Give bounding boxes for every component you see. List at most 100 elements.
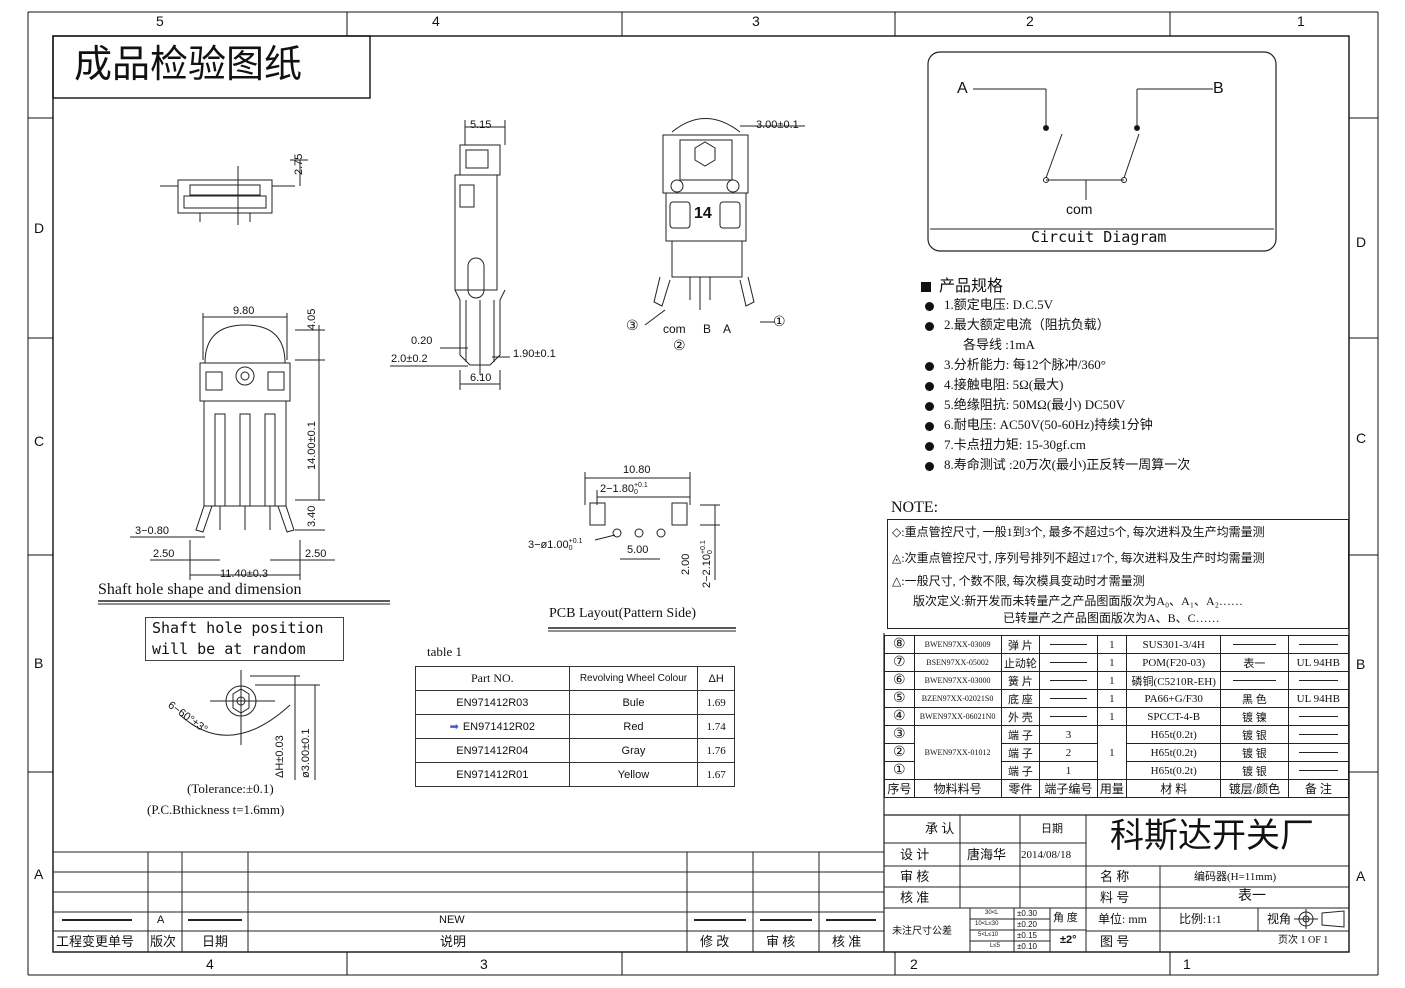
bom-cell-0: ⑤ <box>884 689 915 708</box>
spec-item: 4.接触电阻: 5Ω(最大) <box>925 374 1063 393</box>
bom-cell-5: SUS301-3/4H <box>1126 635 1222 654</box>
cell-colour: Gray <box>568 738 699 763</box>
tol-range-3: 5<L≤10 <box>978 932 999 938</box>
zone-right-b: B <box>1356 656 1366 672</box>
spec-item: 1.额定电压: D.C.5V <box>925 294 1053 313</box>
shaft-note-line-1: Shaft hole position <box>152 619 324 637</box>
bom-cell-4: 1 <box>1096 707 1128 726</box>
tol-range-2: 10<L≤30 <box>975 921 999 927</box>
bom-cell-7 <box>1287 743 1350 762</box>
bom-cell-1: BSEN97XX-05002 <box>913 653 1002 672</box>
title-block-lines <box>883 633 1349 952</box>
bom-cell-7: UL 94HB <box>1287 689 1350 708</box>
zone-left-c: C <box>34 433 45 449</box>
table-row: EN971412R04 Gray 1.76 <box>415 738 735 763</box>
drawing-number-label: 图 号 <box>1100 934 1130 949</box>
bom-cell-3 <box>1039 707 1098 726</box>
dim-10-80: 10.80 <box>623 464 651 476</box>
cell-part: EN971412R03 <box>415 690 570 715</box>
zone-bottom-1: 1 <box>1183 956 1191 972</box>
dim-phi-3-00: ø3.00±0.1 <box>300 728 312 778</box>
table1-caption: table 1 <box>427 644 463 659</box>
blank-dash <box>1050 716 1087 718</box>
note-line-5: 已转量产之产品图面版次为A、B、C…… <box>1003 611 1220 625</box>
tolerance-note: (Tolerance:±0.1) <box>187 781 274 796</box>
bom-cell-5: 磷铜(C5210R-EH) <box>1126 671 1222 690</box>
zone-left-d: D <box>34 220 45 236</box>
bullet-icon <box>925 321 934 331</box>
triangle-icon: △ <box>892 574 902 588</box>
bullet-icon <box>925 461 934 471</box>
bom-cell-5: H65t(0.2t) <box>1126 743 1222 762</box>
dim-3-00: 3.00±0.1 <box>756 119 799 131</box>
note-heading: NOTE: <box>891 499 939 516</box>
bom-cell-3 <box>1039 671 1098 690</box>
bom-cell-2: 端 子 <box>1000 725 1041 744</box>
zone-left-a: A <box>34 866 44 882</box>
design-label: 设 计 <box>900 847 930 862</box>
drawing-title: 成品检验图纸 <box>74 44 303 86</box>
bom-cell-6: 黑 色 <box>1220 689 1289 708</box>
spec-item: 3.分析能力: 每12个脉冲/360° <box>925 354 1106 373</box>
dim-2-50-right: 2.50 <box>305 548 327 560</box>
bom-cell-2: 簧 片 <box>1000 671 1041 690</box>
zone-top-4: 4 <box>432 13 440 29</box>
bom-header-6: 镀层/颜色 <box>1220 779 1289 798</box>
cell-delta: 1.76 <box>697 738 735 763</box>
bom-cell-0: ⑥ <box>884 671 915 690</box>
spec-heading: 产品规格 <box>921 272 1003 296</box>
bom-cell-3 <box>1039 689 1098 708</box>
dim-5-15: 5.15 <box>470 119 492 131</box>
bom-cell-6: 镀 银 <box>1220 761 1289 780</box>
bom-header-5: 材 料 <box>1126 779 1222 798</box>
tol-val-1: ±0.30 <box>1017 909 1037 918</box>
check-label: 审 核 <box>900 869 930 884</box>
bom-cell-6: 镀 镍 <box>1220 707 1289 726</box>
view-label: 视角 <box>1267 912 1292 926</box>
dim-3-40: 3.40 <box>306 505 318 527</box>
circuit-caption: Circuit Diagram <box>1031 228 1167 246</box>
tolerance-label: 未注尺寸公差 <box>892 926 952 937</box>
rev-letter: A <box>157 914 165 926</box>
bom-header-0: 序号 <box>884 779 915 798</box>
rev-header-version: 版次 <box>150 934 177 949</box>
bom-cell-3 <box>1039 653 1098 672</box>
zone-top-2: 2 <box>1026 13 1034 29</box>
angle-value: ±2° <box>1060 934 1077 946</box>
cell-delta: 1.67 <box>697 762 735 787</box>
blank-dash <box>1298 644 1338 646</box>
bullet-icon <box>925 361 934 371</box>
title-box <box>52 35 371 99</box>
zone-top-3: 3 <box>752 13 760 29</box>
bom-cell-6: 表一 <box>1220 653 1289 672</box>
blank-dash <box>1298 716 1338 718</box>
blank-dash <box>1298 752 1338 754</box>
dim-11-40: 11.40±0.3 <box>220 568 269 580</box>
note-line-4: 版次定义:新开发而未转量产之产品图面版次为A₀、A₁、A₂…… <box>913 594 1243 608</box>
bom-cell-5: SPCCT-4-B <box>1126 707 1222 726</box>
designer-name: 唐海华 <box>967 847 1007 862</box>
rev-desc: NEW <box>439 914 465 926</box>
note-line-1: ◇:重点管控尺寸, 一般1到3个, 最多不超过5个, 每次进料及生产均需量测 <box>892 525 1265 539</box>
shaft-note-box <box>145 617 344 661</box>
bullet-icon <box>925 381 934 391</box>
zone-left-b: B <box>34 655 44 671</box>
bom-cell-3: 1 <box>1039 761 1098 780</box>
bom-cell-6 <box>1220 635 1289 654</box>
circuit-pin-b: B <box>1213 80 1224 97</box>
dim-3-0-80: 3−0.80 <box>135 525 169 537</box>
zone-right-d: D <box>1356 234 1367 250</box>
bom-cell-5: PA66+G/F30 <box>1126 689 1222 708</box>
tol-val-4: ±0.10 <box>1017 942 1037 951</box>
bom-cell-3 <box>1039 635 1098 654</box>
spec-item: 5.绝缘阻抗: 50MΩ(最小) DC50V <box>925 394 1125 413</box>
bom-cell-6: 镀 银 <box>1220 743 1289 762</box>
bom-cell-7 <box>1287 671 1350 690</box>
dim-2-75: 2.75 <box>293 153 305 175</box>
date-label: 日期 <box>1041 823 1063 835</box>
